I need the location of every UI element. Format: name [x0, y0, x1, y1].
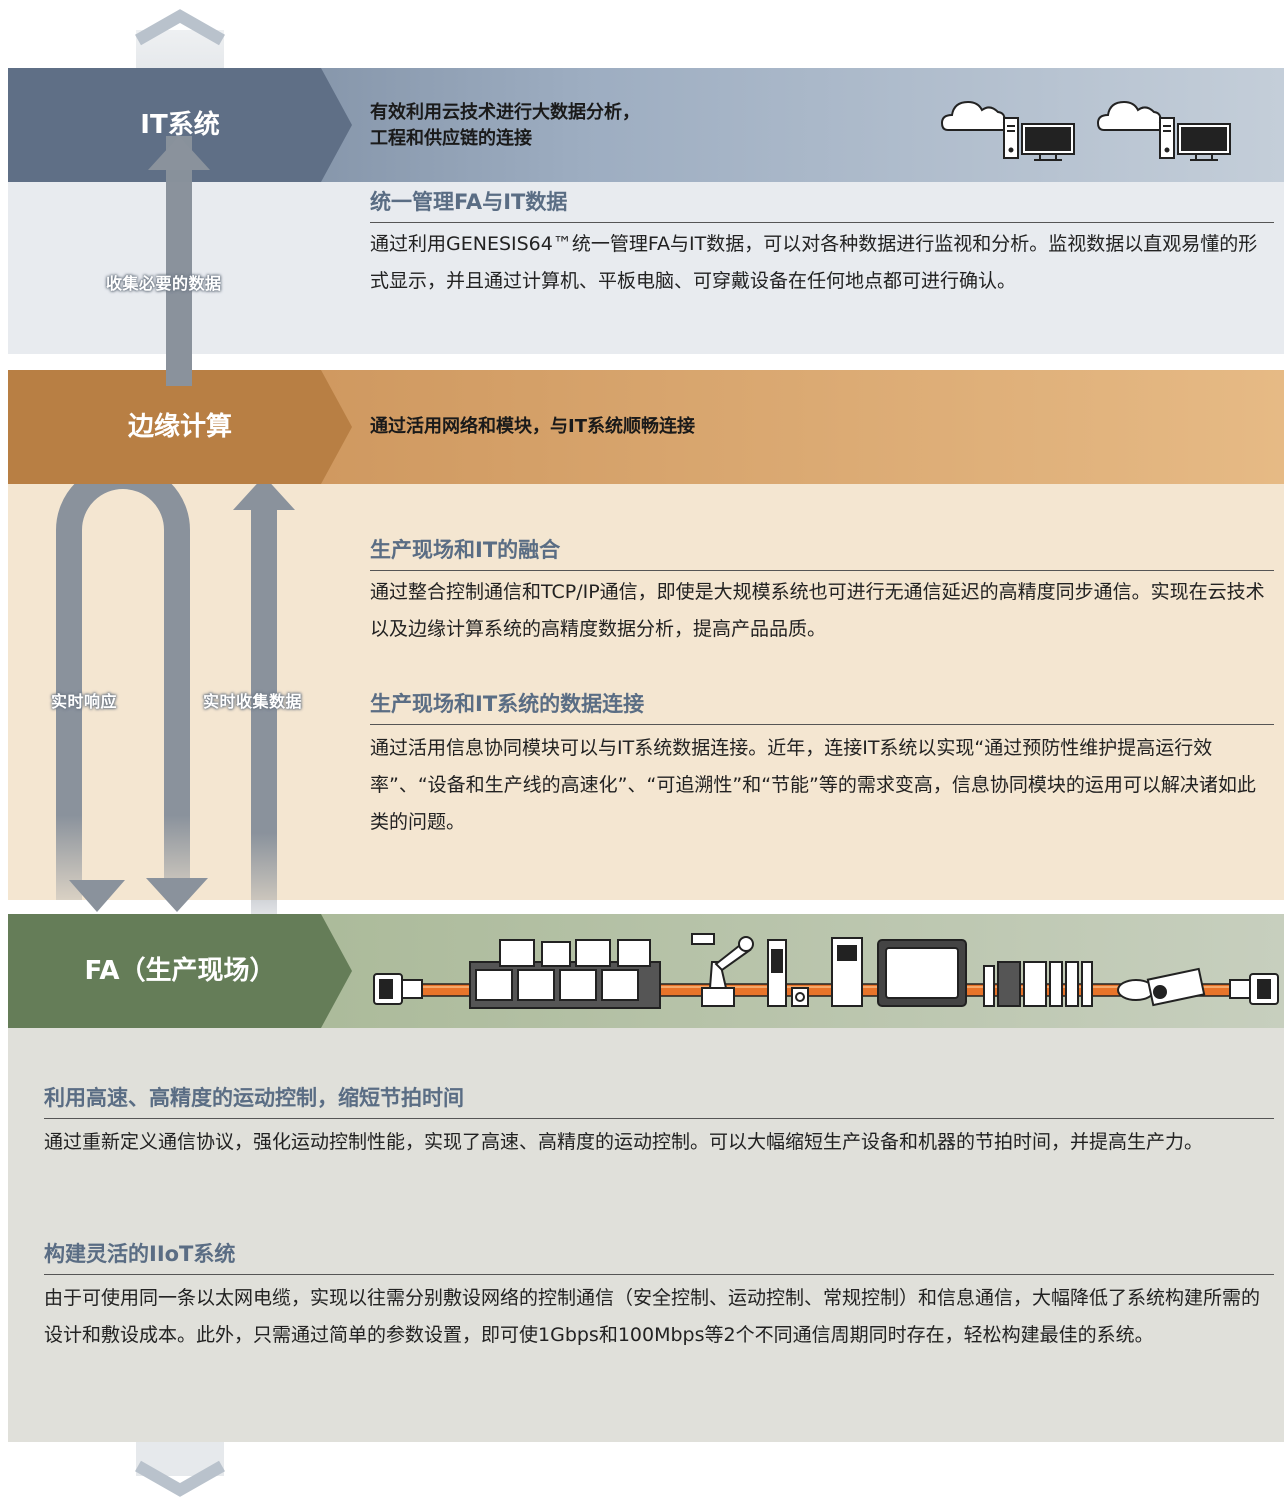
- edge-body-1: 通过整合控制通信和TCP/IP通信，即使是大规模系统也可进行无通信延迟的高精度同…: [370, 581, 1265, 640]
- inverter-icon: [831, 937, 863, 1007]
- ethernet-connector-icon: [1229, 973, 1279, 1005]
- fa-heading-2: 构建灵活的IIoT系统: [44, 1238, 1274, 1275]
- realtime-collect-label: 实时收集数据: [203, 692, 303, 711]
- fa-equipment-strip: [373, 933, 1279, 1009]
- edge-computing-tag: [8, 370, 352, 484]
- it-header-text: 有效利用云技术进行大数据分析， 工程和供应链的连接: [370, 100, 910, 152]
- fa-heading-1: 利用高速、高精度的运动控制，缩短节拍时间: [44, 1082, 1274, 1119]
- edge-heading-2: 生产现场和IT系统的数据连接: [370, 688, 1274, 725]
- edge-body-2: 通过活用信息协同模块可以与IT系统数据连接。近年，连接IT系统以实现“通过预防性…: [370, 737, 1256, 833]
- robot-arm-icon: [691, 933, 754, 1007]
- it-system-label: IT系统: [140, 110, 220, 140]
- fa-tag: [8, 914, 352, 1028]
- camera-icon: [1117, 967, 1206, 1007]
- io-module-icon: [983, 961, 1093, 1007]
- hmi-panel-icon: [877, 939, 967, 1007]
- fa-body-2: 由于可使用同一条以太网电缆，实现以往需分别敷设网络的控制通信（安全控制、运动控制…: [44, 1287, 1261, 1346]
- plc-module-icon: [469, 939, 661, 1009]
- edge-computing-label: 边缘计算: [127, 412, 232, 442]
- ethernet-connector-icon: [373, 973, 423, 1005]
- cloud-server-monitor-icon: [940, 100, 1231, 161]
- up-chevron-icon: [135, 9, 225, 68]
- servo-drive-icon: [767, 939, 809, 1007]
- arrow-overlay: [148, 136, 210, 386]
- fa-label: FA（生产现场）: [84, 956, 276, 986]
- edge-heading-1: 生产现场和IT的融合: [370, 534, 1274, 571]
- it-header-line2: 工程和供应链的连接: [370, 128, 532, 149]
- realtime-collect-arrow: [233, 476, 295, 915]
- down-chevron-icon: [135, 1442, 225, 1497]
- it-heading: 统一管理FA与IT数据: [370, 186, 1274, 223]
- collect-data-label: 收集必要的数据: [106, 274, 222, 293]
- fa-body-1: 通过重新定义通信协议，强化运动控制性能，实现了高速、高精度的运动控制。可以大幅缩…: [44, 1131, 1204, 1153]
- it-header-line1: 有效利用云技术进行大数据分析，: [370, 102, 640, 123]
- realtime-response-label: 实时响应: [51, 692, 118, 711]
- it-body: 通过利用GENESIS64™统一管理FA与IT数据，可以对各种数据进行监视和分析…: [370, 233, 1258, 292]
- edge-header-text: 通过活用网络和模块，与IT系统顺畅连接: [370, 416, 695, 437]
